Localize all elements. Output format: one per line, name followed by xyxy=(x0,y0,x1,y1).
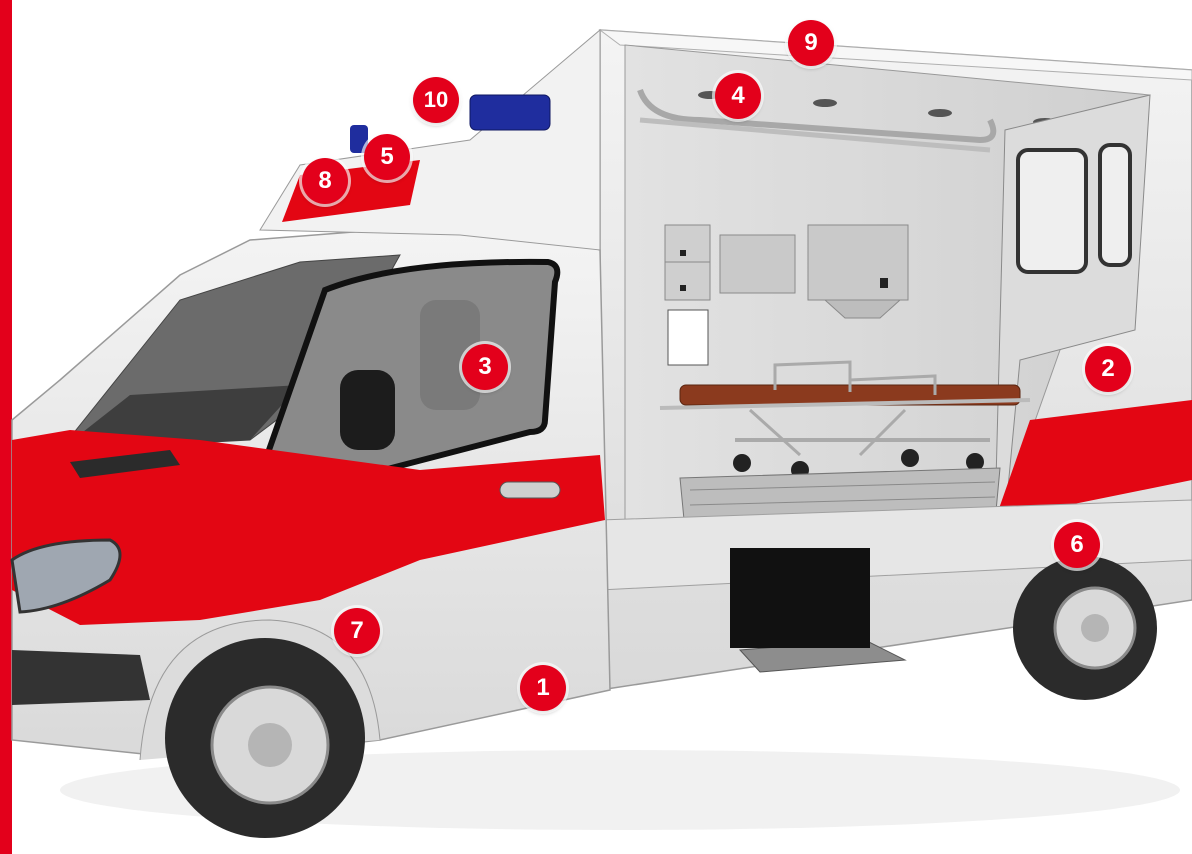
marker-3[interactable]: 3 xyxy=(462,344,508,390)
door-handle xyxy=(500,482,560,498)
ceiling-light xyxy=(928,109,952,117)
stretcher-wheel xyxy=(901,449,919,467)
marker-4[interactable]: 4 xyxy=(715,73,761,119)
marker-1[interactable]: 1 xyxy=(520,665,566,711)
marker-7[interactable]: 7 xyxy=(334,608,380,654)
marker-6[interactable]: 6 xyxy=(1054,522,1100,568)
cabinet-middle xyxy=(720,235,795,293)
marker-10[interactable]: 10 xyxy=(413,77,459,123)
blue-beacon xyxy=(470,95,550,130)
cabinet-right xyxy=(808,225,908,300)
marker-5[interactable]: 5 xyxy=(364,134,410,180)
front-bumper xyxy=(12,650,150,705)
clipboard xyxy=(668,310,708,365)
stretcher-wheel xyxy=(733,454,751,472)
rear-door-window xyxy=(1018,150,1086,272)
ceiling-light xyxy=(813,99,837,107)
marker-8[interactable]: 8 xyxy=(302,158,348,204)
marker-2[interactable]: 2 xyxy=(1085,346,1131,392)
marker-9[interactable]: 9 xyxy=(788,20,834,66)
side-mirror xyxy=(340,370,395,450)
